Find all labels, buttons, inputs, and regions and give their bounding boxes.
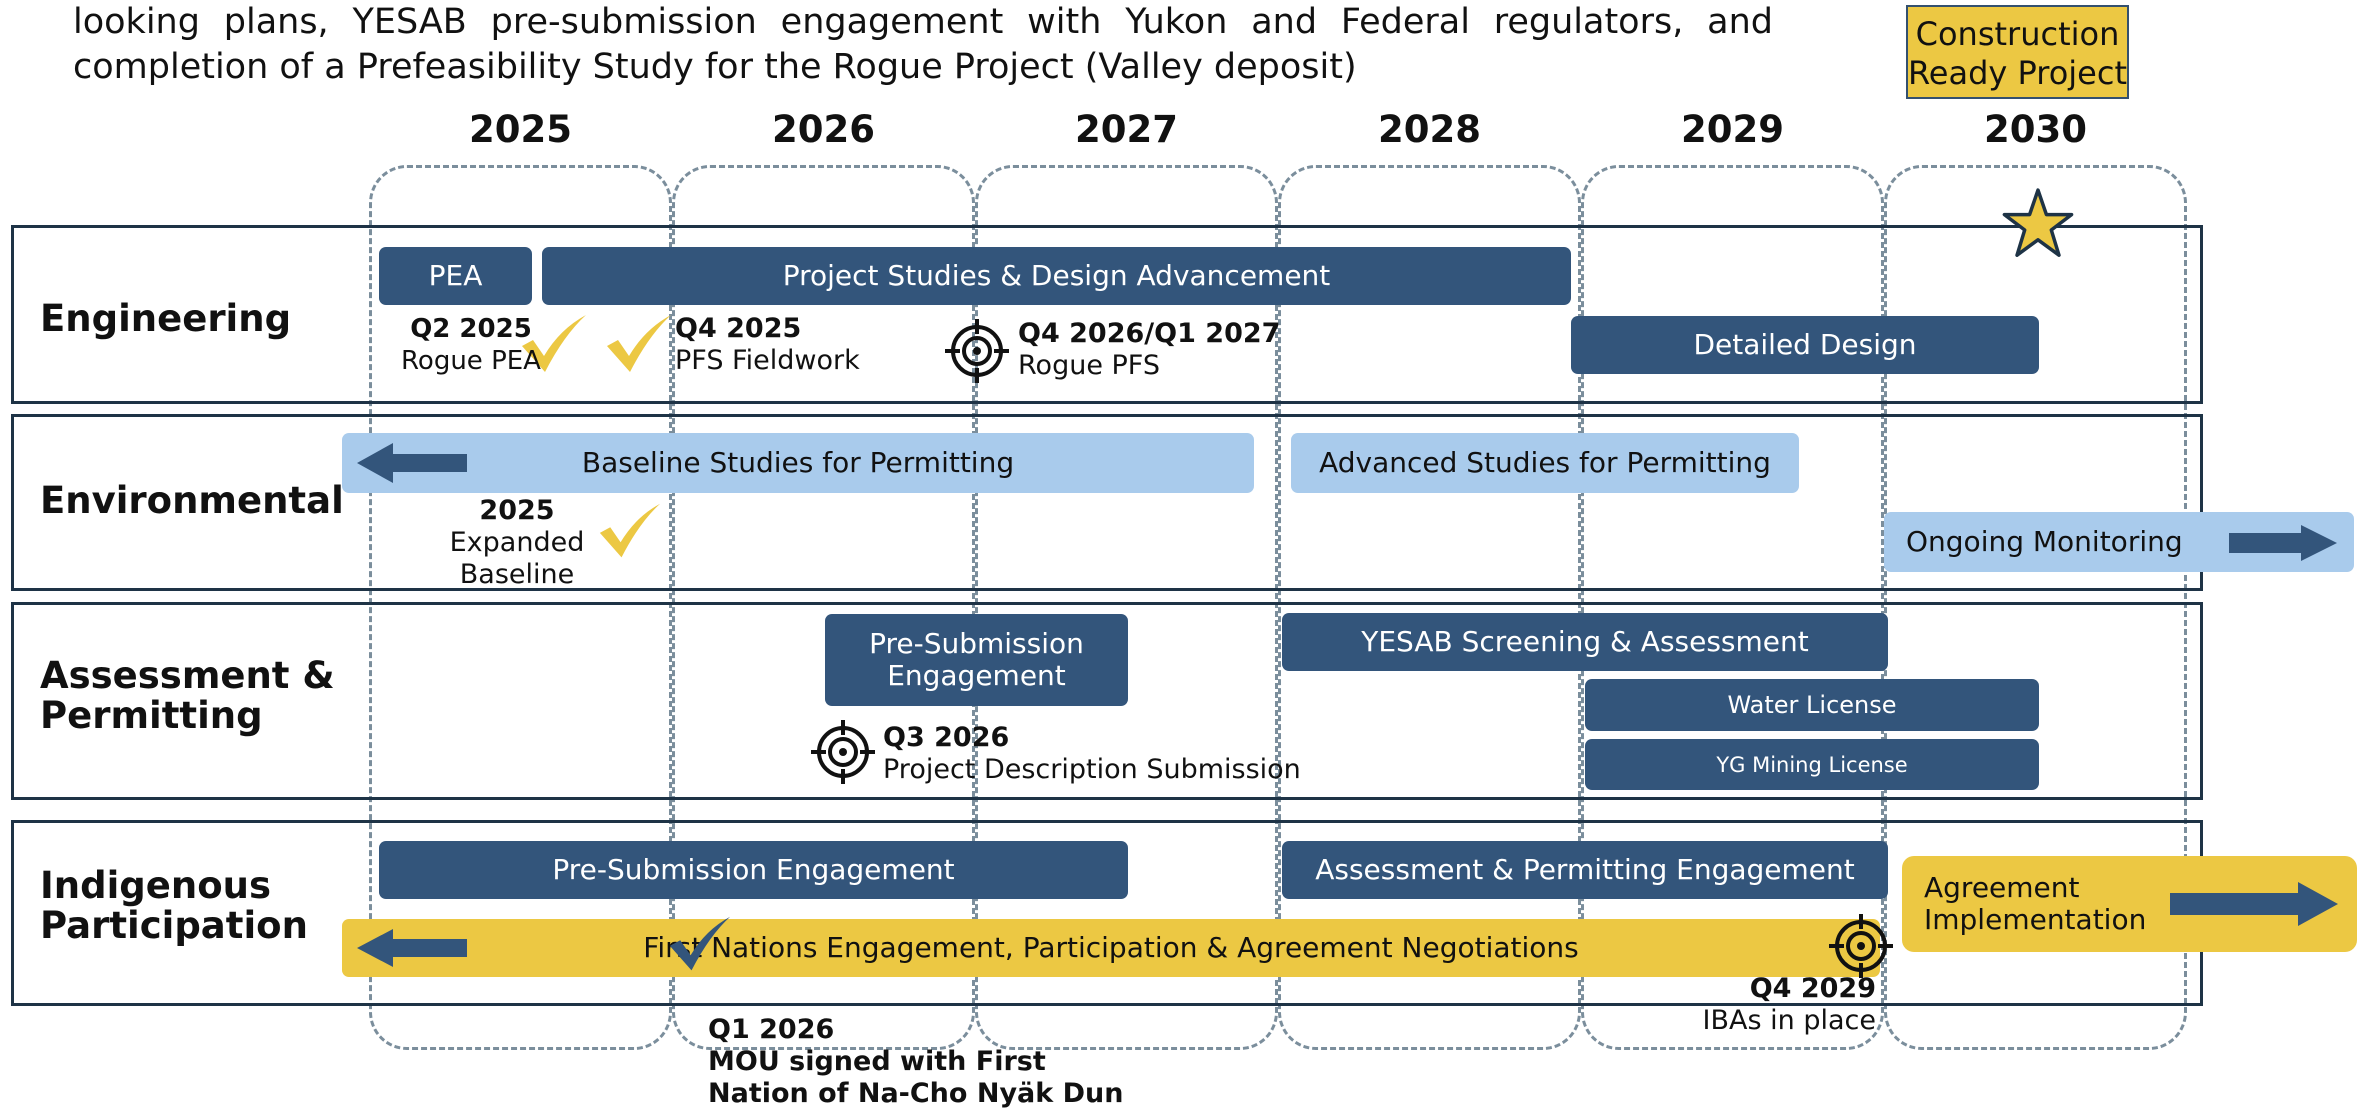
milestone-date: Q1 2026 xyxy=(708,1014,835,1045)
bar-label: Ongoing Monitoring xyxy=(1906,525,2183,558)
year-2027: 2027 xyxy=(1075,108,1178,151)
milestone-mou: Q1 2026 MOU signed with First Nation of … xyxy=(708,1014,1123,1110)
bar-ongoing-monitoring: Ongoing Monitoring xyxy=(1884,512,2354,572)
bar-label-line: Engagement xyxy=(887,659,1066,692)
construction-ready-callout: Construction Ready Project xyxy=(1906,5,2129,99)
bar-yesab-screening: YESAB Screening & Assessment xyxy=(1282,613,1888,671)
bar-project-studies: Project Studies & Design Advancement xyxy=(542,247,1571,305)
milestone-text: IBAs in place xyxy=(1702,1005,1876,1036)
row-label-line: Participation xyxy=(40,904,308,947)
row-label-indigenous-participation: Indigenous Participation xyxy=(40,866,308,946)
row-label-line: Assessment & xyxy=(40,654,335,697)
bar-baseline-studies: Baseline Studies for Permitting xyxy=(342,433,1254,493)
arrow-left-icon xyxy=(357,443,467,483)
milestone-text: Expanded xyxy=(449,527,585,558)
row-label-line: Permitting xyxy=(40,694,263,737)
row-label-line: Indigenous xyxy=(40,864,271,907)
bar-agreement-implementation: Agreement Implementation xyxy=(1902,856,2357,952)
milestone-text: PFS Fieldwork xyxy=(675,345,860,376)
row-label-assessment-permitting: Assessment & Permitting xyxy=(40,656,335,736)
milestone-project-description: Q3 2026 Project Description Submission xyxy=(883,722,1301,786)
milestone-text: Rogue PEA xyxy=(401,346,541,376)
intro-text: looking plans, YESAB pre-submission enga… xyxy=(73,2,1773,87)
bar-label-line: Pre-Submission xyxy=(869,627,1084,660)
year-column-2027 xyxy=(975,165,1278,1050)
bar-ip-pre-submission: Pre-Submission Engagement xyxy=(379,841,1128,899)
milestone-rogue-pea: Q2 2025 Rogue PEA xyxy=(386,313,556,377)
bar-label-line: Implementation xyxy=(1924,903,2147,936)
milestone-rogue-pfs: Q4 2026/Q1 2027 Rogue PFS xyxy=(1018,318,1280,382)
checkmark-icon xyxy=(669,916,731,971)
bar-label: Agreement Implementation xyxy=(1924,872,2146,936)
year-2029: 2029 xyxy=(1681,108,1784,151)
milestone-expanded-baseline: 2025 Expanded Baseline xyxy=(436,495,598,591)
milestone-text: Nation of Na-Cho Nyäk Dun xyxy=(708,1078,1124,1109)
milestone-date: Q4 2029 xyxy=(1749,973,1876,1004)
row-label-environmental: Environmental xyxy=(40,479,344,522)
milestone-date: Q4 2026/Q1 2027 xyxy=(1018,318,1281,349)
year-2030: 2030 xyxy=(1984,108,2087,151)
bar-pre-submission-engagement: Pre-Submission Engagement xyxy=(825,614,1128,706)
row-assessment-permitting xyxy=(11,602,2203,800)
row-environmental xyxy=(11,414,2203,591)
year-column-2028 xyxy=(1278,165,1581,1050)
target-icon xyxy=(945,319,1009,383)
bar-label: First Nations Engagement, Participation … xyxy=(643,931,1579,964)
year-column-2030 xyxy=(1884,165,2187,1050)
bar-label-line: Agreement xyxy=(1924,871,2080,904)
milestone-ibas: Q4 2029 IBAs in place xyxy=(1660,973,1876,1037)
arrow-right-icon xyxy=(2229,525,2337,561)
milestone-date: 2025 xyxy=(479,495,555,526)
year-column-2026 xyxy=(672,165,975,1050)
bar-label: Baseline Studies for Permitting xyxy=(581,446,1015,479)
bar-first-nations-engagement: First Nations Engagement, Participation … xyxy=(342,919,1880,977)
bar-detailed-design: Detailed Design xyxy=(1571,316,2039,374)
milestone-text: Project Description Submission xyxy=(883,754,1301,785)
bar-pea: PEA xyxy=(379,247,532,305)
target-icon xyxy=(1829,914,1893,978)
year-column-2025 xyxy=(369,165,672,1050)
milestone-date: Q2 2025 xyxy=(410,314,532,344)
bar-yg-mining-license: YG Mining License xyxy=(1585,739,2039,790)
row-engineering xyxy=(11,225,2203,404)
bar-advanced-studies: Advanced Studies for Permitting xyxy=(1291,433,1799,493)
year-2025: 2025 xyxy=(469,108,572,151)
milestone-date: Q3 2026 xyxy=(883,722,1010,753)
checkmark-icon xyxy=(599,503,661,558)
target-icon xyxy=(811,720,875,784)
star-icon xyxy=(2002,188,2074,257)
year-2028: 2028 xyxy=(1378,108,1481,151)
bar-water-license: Water License xyxy=(1585,679,2039,731)
arrow-left-icon xyxy=(357,929,467,967)
milestone-text: Rogue PFS xyxy=(1018,350,1160,381)
row-label-engineering: Engineering xyxy=(40,297,292,340)
arrow-right-icon xyxy=(2170,882,2338,926)
year-2026: 2026 xyxy=(772,108,875,151)
checkmark-icon xyxy=(522,315,586,372)
year-column-2029 xyxy=(1581,165,1884,1050)
milestone-text: MOU signed with First xyxy=(708,1046,1046,1077)
checkmark-icon xyxy=(607,315,671,372)
milestone-pfs-fieldwork: Q4 2025 PFS Fieldwork xyxy=(675,313,860,377)
milestone-text: Baseline xyxy=(459,559,575,590)
milestone-date: Q4 2025 xyxy=(675,313,802,344)
bar-ap-engagement: Assessment & Permitting Engagement xyxy=(1282,841,1888,899)
